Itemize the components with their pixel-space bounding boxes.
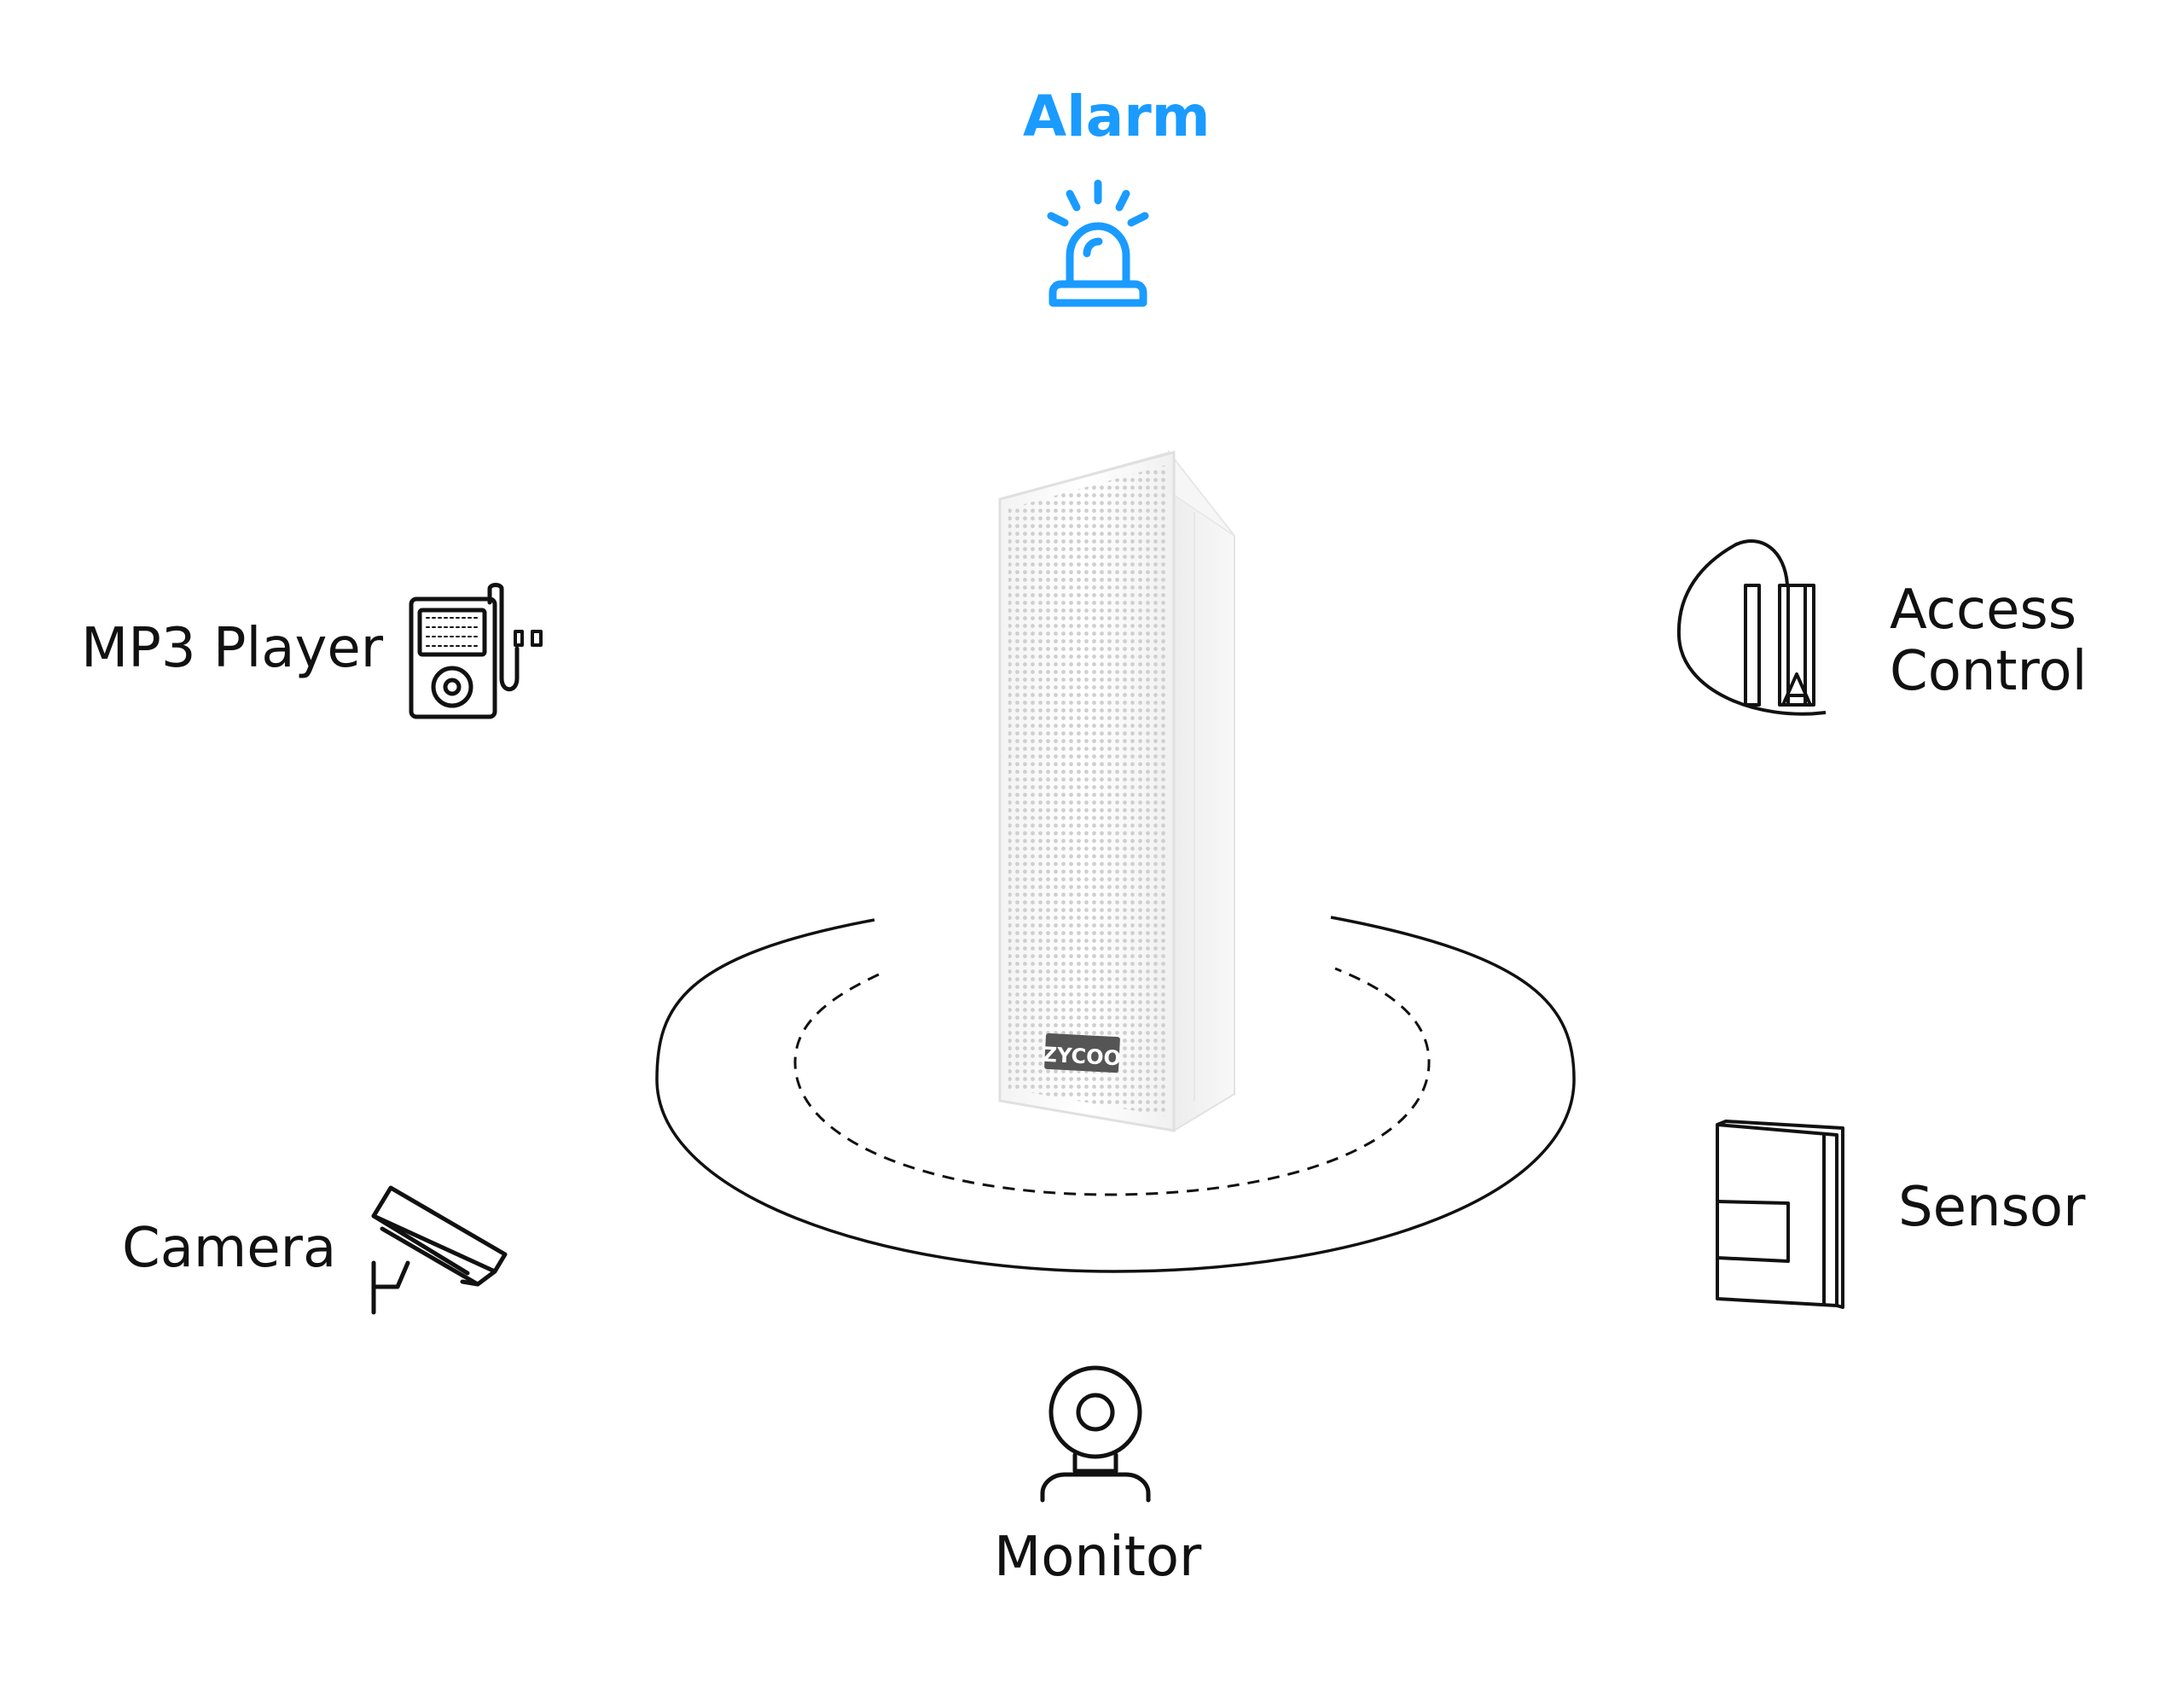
column-speaker: ZYCOO [998,450,1235,1132]
alarm-label: Alarm [1023,84,1211,149]
mp3-player-icon [409,583,543,719]
signal-ring-outer [655,916,1576,1273]
security-camera-icon [371,1185,508,1315]
siren-icon [1047,179,1149,307]
access-control-label: Access Control [1890,579,2088,703]
door-sensor-icon [1716,1120,1844,1309]
mp3-player-label: MP3 Player [81,617,384,680]
webcam-icon [1040,1365,1151,1503]
signal-ring-inner [793,967,1431,1196]
speaker-logo-text: ZYCOO [1042,1043,1122,1071]
camera-label: Camera [122,1217,337,1280]
sensor-label: Sensor [1898,1176,2086,1239]
monitor-label: Monitor [994,1526,1202,1589]
access-control-icon [1676,539,1827,716]
speaker-logo-badge: ZYCOO [1042,1033,1122,1073]
